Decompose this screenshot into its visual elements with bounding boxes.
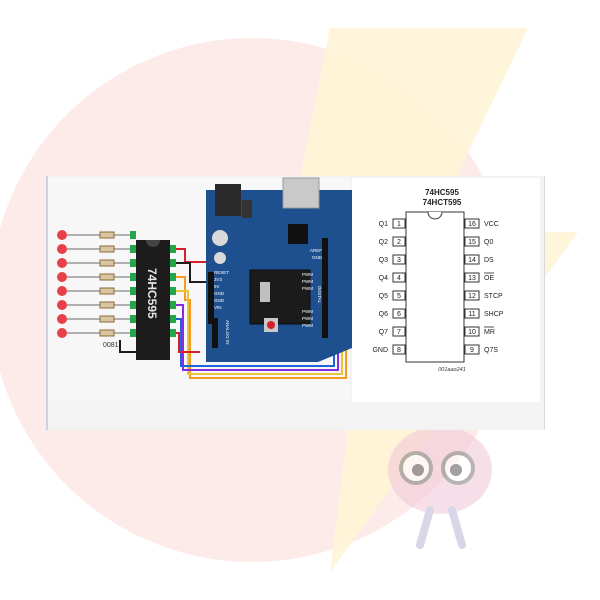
pin-label: 5V [214, 284, 220, 289]
pin-number: 9 [470, 347, 474, 354]
usb-port [282, 177, 320, 209]
pin-label: GND [312, 255, 323, 260]
pwm-label: PWM [302, 286, 313, 291]
ic-body [405, 211, 465, 363]
pwm-label: PWM [302, 316, 313, 321]
analog-label: ANALOG IN [225, 320, 230, 345]
pwm-label: PWM [302, 272, 313, 277]
pin-number: 12 [468, 293, 476, 300]
pwm-label: PWM [302, 279, 313, 284]
led [57, 300, 67, 310]
chip-label: 74HC595 [145, 268, 159, 319]
led [57, 258, 67, 268]
breadboard-connectors [130, 231, 176, 337]
pinout-footnote: 001aao241 [438, 367, 466, 373]
led [57, 314, 67, 324]
pin-name: Q5 [379, 293, 388, 300]
pin-number: 5 [397, 293, 401, 300]
pin-name: Q4 [379, 275, 388, 282]
pinout-title-2: 74HCT595 [423, 198, 462, 207]
resistor-code: 0081 [103, 342, 119, 349]
pin-label: GND [214, 298, 225, 303]
pin-label: AREF [310, 248, 322, 253]
arduino-top-labels: AREF GND [310, 248, 323, 260]
pin-number: 3 [397, 257, 401, 264]
pin-number: 15 [468, 239, 476, 246]
led [57, 244, 67, 254]
pin-name: OE [484, 275, 494, 282]
pin-name: Q3 [379, 257, 388, 264]
pin-name: Q7S [484, 347, 498, 354]
pin-label: RESET [214, 270, 229, 275]
mascot-brain [388, 426, 492, 549]
led [57, 272, 67, 282]
led [57, 328, 67, 338]
led [57, 286, 67, 296]
pin-number: 2 [397, 239, 401, 246]
arduino-left-pin-labels: RESET 3V3 5V GND GND VIN [214, 270, 229, 310]
pin-number: 13 [468, 275, 476, 282]
pin-name: Q7 [379, 329, 388, 336]
left-pins: Q1 1 Q2 2 Q3 3 Q4 4 Q5 5 Q6 6 Q7 7 GND 8 [372, 218, 406, 355]
digital-label: DIGITAL [317, 286, 322, 304]
right-pins: 16 VCC 15 Q0 14 DS 13 OE 12 STCP 11 SHCP… [464, 218, 504, 355]
pin-number: 7 [397, 329, 401, 336]
pin-label: VIN [214, 305, 222, 310]
led [57, 230, 67, 240]
pin-label: GND [214, 291, 225, 296]
pin-name: Q1 [379, 221, 388, 228]
pin-number: 10 [468, 329, 476, 336]
pwm-label: PWM [302, 323, 313, 328]
pin-name: DS [484, 257, 494, 264]
pin-number: 16 [468, 221, 476, 228]
shift-register-chip [136, 240, 170, 360]
pin-name: Q0 [484, 239, 493, 246]
led-column [57, 230, 67, 338]
pin-number: 14 [468, 257, 476, 264]
pin-number: 1 [397, 221, 401, 228]
pin-name: VCC [484, 221, 499, 228]
pwm-labels: PWM PWM PWM PWM PWM PWM [302, 272, 313, 328]
resistor-row [67, 231, 130, 337]
pin-name: SHCP [484, 311, 504, 318]
pin-number: 11 [468, 311, 475, 318]
pin-number: 6 [397, 311, 401, 318]
arduino-board: RESET 3V3 5V GND GND VIN AREF GND PWM PW… [206, 177, 352, 362]
pwm-label: PWM [302, 309, 313, 314]
power-jack [215, 184, 241, 216]
pin-name: GND [372, 347, 388, 354]
pin-label: 3V3 [214, 277, 223, 282]
pin-name: Q2 [379, 239, 388, 246]
pin-number: 4 [397, 275, 401, 282]
pin-number: 8 [397, 347, 401, 354]
pin-name: Q6 [379, 311, 388, 318]
pin-name: STCP [484, 293, 503, 300]
pinout-title-1: 74HC595 [425, 188, 459, 197]
pin-name: MR [484, 329, 495, 336]
